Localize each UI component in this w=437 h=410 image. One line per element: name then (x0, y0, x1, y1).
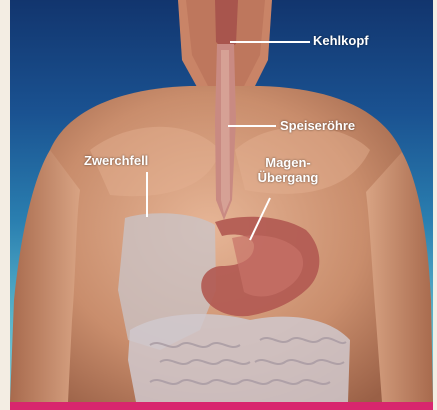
label-speiseroehre: Speiseröhre (280, 118, 355, 133)
label-magen-line1: Magen- (248, 155, 328, 170)
esophagus-highlight (221, 50, 230, 214)
label-magen-uebergang: Magen- Übergang (248, 155, 328, 185)
torso-anatomy-illustration (10, 0, 433, 402)
label-magen-line2: Übergang (248, 170, 328, 185)
left-arm-shape (10, 150, 80, 402)
intestines-shape (128, 314, 350, 402)
label-kehlkopf: Kehlkopf (313, 33, 369, 48)
anatomy-illustration-panel: Kehlkopf Speiseröhre Zwerchfell Magen- Ü… (10, 0, 433, 402)
accent-bottom-bar (10, 402, 433, 410)
label-zwerchfell: Zwerchfell (84, 153, 148, 168)
